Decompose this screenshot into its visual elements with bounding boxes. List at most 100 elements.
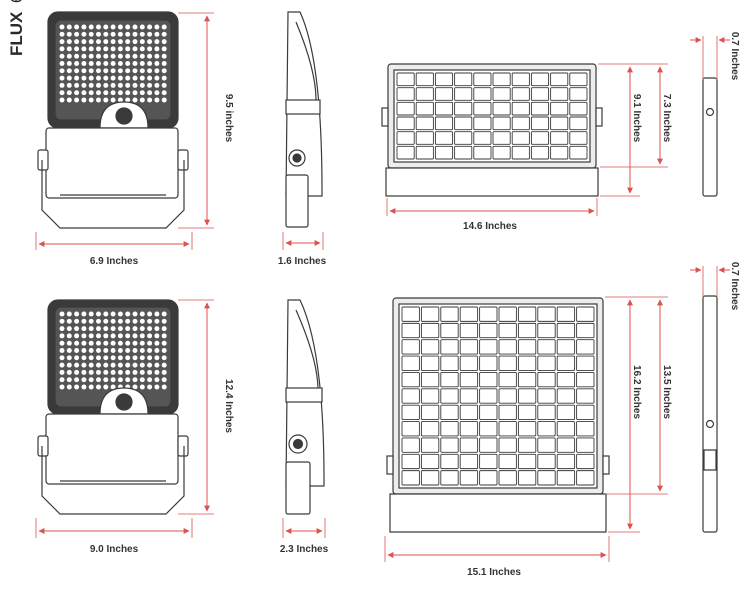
led-dot [66,24,72,30]
panel-height-outer-label-bottom: 16.2 Inches [631,365,642,419]
led-dot [66,53,72,59]
led-dot [154,340,160,346]
led-dot [103,90,109,96]
cell-grid-bottom [401,306,595,486]
led-dot [66,384,72,390]
solar-cell [420,355,440,371]
solar-cell [434,87,454,101]
led-dot [59,61,65,66]
led-dot [74,24,80,30]
led-dot [74,97,80,103]
led-dot [81,97,87,103]
led-dot [125,97,131,103]
led-dot [96,24,101,30]
led-dot [88,68,94,74]
led-dot [103,82,109,88]
led-dot [59,39,65,45]
led-dot [161,31,167,37]
led-dot [81,31,87,37]
led-dot [81,24,87,30]
solar-cell [498,437,517,453]
led-dot [154,61,160,66]
led-dot [161,355,167,361]
led-dot [125,318,131,324]
led-dot [74,39,80,45]
led-dot [81,355,87,361]
led-grid-bottom [59,311,167,390]
led-dot [88,97,94,103]
led-dot [81,362,87,368]
led-dot [147,90,153,96]
solar-cell [401,306,420,322]
led-dot [132,46,138,52]
led-dot [139,46,145,52]
led-dot [88,24,94,30]
led-dot [59,348,65,353]
front-width-label-bottom: 9.0 Inches [90,544,139,555]
led-dot [103,369,109,375]
led-dot [66,348,72,353]
panel-height-inner-label-top: 7.3 Inches [661,94,672,143]
solar-cell [473,101,492,116]
led-dot [103,24,109,30]
led-dot [139,61,145,66]
solar-cell [550,101,569,116]
led-dot [66,326,72,332]
led-dot [110,333,116,339]
solar-cell [401,437,420,453]
panel-edge-view-bottom [702,295,718,533]
led-dot [74,369,80,375]
led-dot [132,377,138,383]
led-dot [110,377,116,383]
led-dot [74,333,80,339]
solar-cell [454,131,473,145]
solar-cell [498,306,517,322]
led-dot [96,39,101,45]
solar-cell [459,372,479,388]
led-dot [88,384,94,390]
panel-thickness-dim-top: 0.7 Inches [690,32,740,81]
solar-cell [511,145,530,160]
led-dot [88,362,94,368]
panel-height-dims-top: 9.1 Inches 7.3 Inches [598,63,672,197]
led-dot [74,355,80,361]
led-dot [154,384,160,390]
solar-cell [530,131,550,145]
led-dot [59,97,65,103]
led-dot [88,369,94,375]
led-dot [74,377,80,383]
led-dot [117,340,123,346]
led-dot [110,369,116,375]
led-dot [161,340,167,346]
solar-cell [434,145,454,160]
led-dot [125,369,131,375]
led-dot [66,90,72,96]
solar-cell [401,404,420,420]
led-dot [132,384,138,390]
led-dot [96,90,101,96]
solar-cell [576,388,595,404]
led-dot [59,46,65,52]
led-dot [125,68,131,74]
led-dot [147,377,153,383]
solar-cell [576,404,595,420]
solar-cell [440,453,459,470]
solar-cell [479,388,498,404]
led-dot [154,53,160,59]
led-dot [139,31,145,37]
solar-cell [556,322,576,339]
solar-cell [434,101,454,116]
led-dot [103,340,109,346]
led-dot [117,355,123,361]
led-dot [110,24,116,30]
led-dot [132,61,138,66]
led-dot [96,377,101,383]
led-dot [147,31,153,37]
solar-cell [434,131,454,145]
led-dot [110,355,116,361]
solar-cell [569,87,588,101]
solar-cell [420,306,440,322]
led-dot [147,68,153,74]
led-dot [110,90,116,96]
led-dot [110,362,116,368]
